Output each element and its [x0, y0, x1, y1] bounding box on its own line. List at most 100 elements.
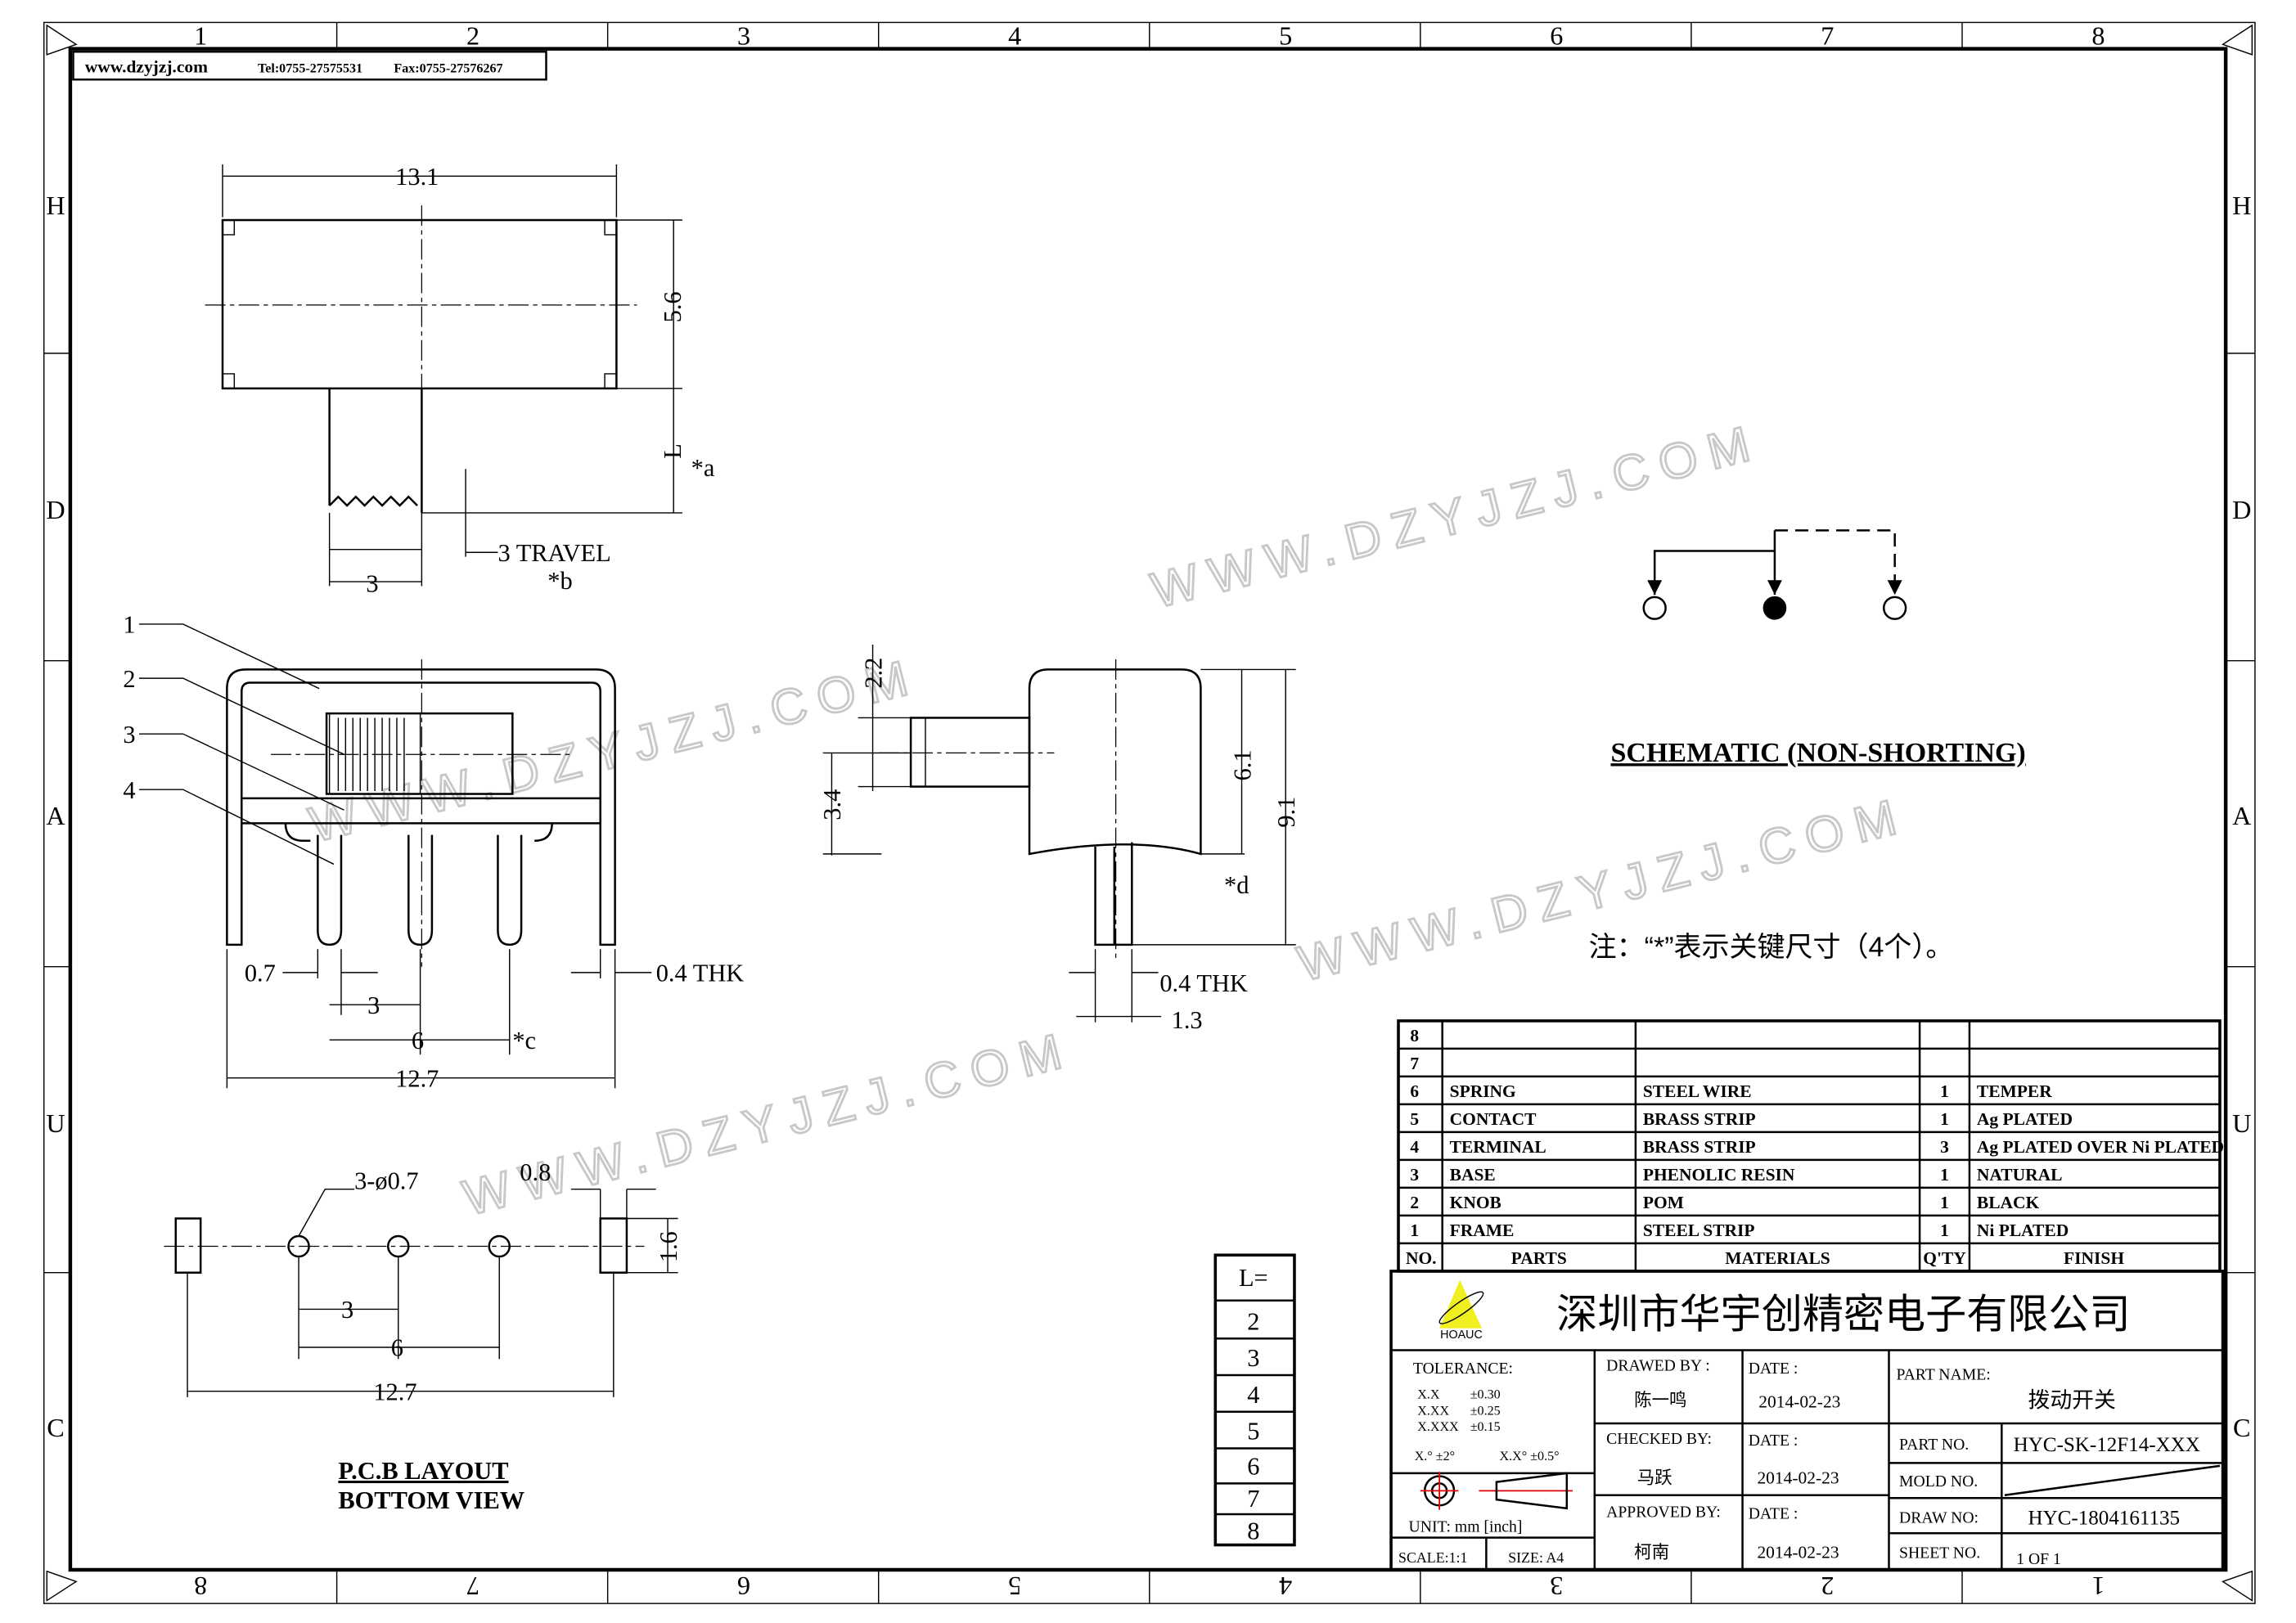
bom-cell-finish: Ni PLATED	[1977, 1221, 2069, 1240]
row-label: A	[46, 801, 65, 830]
dim-travel: 3 TRAVEL	[497, 539, 610, 567]
bom-header-materials: MATERIALS	[1725, 1248, 1830, 1268]
col-label: 3	[737, 20, 750, 50]
bom-cell-no: 7	[1410, 1054, 1419, 1073]
bom-cell-qty: 1	[1940, 1221, 1949, 1240]
header-site: www.dzyjzj.com	[85, 56, 208, 76]
mold-no-label: MOLD NO.	[1899, 1472, 1978, 1490]
callout-3: 3	[123, 721, 135, 749]
bom-cell-parts: KNOB	[1450, 1193, 1501, 1212]
col-label: 1	[194, 20, 207, 50]
schematic-title: SCHEMATIC (NON-SHORTING)	[1610, 738, 2025, 768]
dim-holes: 3-ø0.7	[354, 1167, 419, 1195]
bom-cell-no: 5	[1410, 1109, 1419, 1129]
dim-total: 12.7	[395, 1064, 439, 1092]
key-dimension-note: 注：“*”表示关键尺寸（4个）。	[1589, 932, 1954, 963]
dim-body-height: 6.1	[1228, 749, 1256, 780]
row-label: A	[2232, 801, 2252, 830]
bom-cell-no: 3	[1410, 1165, 1419, 1185]
bom-cell-no: 8	[1410, 1026, 1419, 1045]
bom-cell-parts: TERMINAL	[1450, 1137, 1546, 1157]
company-name: 深圳市华宇创精密电子有限公司	[1556, 1292, 2130, 1338]
bom-cell-parts: FRAME	[1450, 1221, 1515, 1240]
note-d: *d	[1224, 871, 1249, 899]
sheet-size: SIZE: A4	[1508, 1549, 1564, 1566]
col-label-bottom: 3	[1550, 1571, 1563, 1601]
date-label: DATE :	[1749, 1504, 1799, 1522]
dim-thickness: 0.4 THK	[656, 960, 745, 987]
l-value: 5	[1247, 1418, 1259, 1445]
col-label: 2	[466, 20, 479, 50]
dim-pitch: 3	[341, 1296, 353, 1324]
bom-cell-no: 1	[1410, 1221, 1419, 1240]
bom-header-parts: PARTS	[1511, 1248, 1567, 1268]
col-label: 7	[1821, 20, 1834, 50]
dim-height: 5.6	[659, 291, 687, 322]
l-value: 8	[1247, 1517, 1259, 1544]
watermark: WWW.DZYJZJ.COM	[1146, 413, 1766, 618]
l-value-table: L= 2 3 4 5 6 7 8	[1213, 1253, 1296, 1547]
bom-cell-materials: STEEL WIRE	[1643, 1081, 1752, 1101]
dim-span: 6	[391, 1334, 403, 1362]
callout-2: 2	[123, 665, 135, 693]
part-no-label: PART NO.	[1899, 1436, 1969, 1454]
dim-span: 6	[412, 1027, 424, 1054]
bom-cell-qty: 1	[1940, 1081, 1949, 1101]
col-label: 5	[1279, 20, 1292, 50]
draw-no-label: DRAW NO:	[1899, 1509, 1979, 1527]
dim-total-height: 9.1	[1272, 797, 1300, 828]
row-label: D	[2232, 495, 2251, 524]
col-label: 4	[1008, 20, 1021, 50]
tolerance-value: ±0.15	[1470, 1420, 1501, 1434]
bom-cell-qty: 3	[1940, 1137, 1949, 1157]
unit: UNIT: mm [inch]	[1409, 1517, 1523, 1535]
pcb-title: P.C.B LAYOUT	[338, 1457, 508, 1485]
row-label: U	[2232, 1108, 2251, 1138]
dim-lever-width: 3	[366, 570, 378, 598]
bom-cell-materials: PHENOLIC RESIN	[1643, 1165, 1795, 1185]
tolerance-key: X.X	[1417, 1388, 1440, 1402]
header-fax: Fax:0755-27576267	[394, 61, 502, 75]
tolerance-value: ±0.25	[1470, 1404, 1501, 1418]
checked-date: 2014-02-23	[1757, 1468, 1839, 1487]
col-label-bottom: 5	[1008, 1571, 1021, 1601]
watermark: WWW.DZYJZJ.COM	[457, 1021, 1078, 1226]
dim-pitch: 3	[367, 991, 380, 1019]
col-label-bottom: 7	[466, 1571, 479, 1601]
l-value: 7	[1247, 1485, 1259, 1513]
l-value: 4	[1247, 1381, 1259, 1409]
scale: SCALE:1:1	[1398, 1549, 1467, 1566]
angle-tolerance: X.° ±2°	[1415, 1450, 1455, 1463]
dim-lever-length: L	[659, 443, 687, 459]
bom-cell-materials: STEEL STRIP	[1643, 1221, 1755, 1240]
bom-cell-parts: CONTACT	[1450, 1109, 1537, 1129]
bom-cell-finish: NATURAL	[1977, 1165, 2063, 1185]
col-label-bottom: 6	[737, 1571, 750, 1601]
bom-cell-qty: 1	[1940, 1193, 1949, 1212]
sheet-no-label: SHEET NO.	[1899, 1544, 1980, 1562]
drawed-date: 2014-02-23	[1758, 1391, 1840, 1411]
bom-cell-finish: Ag PLATED	[1977, 1109, 2073, 1129]
drawed-by: 陈一鸣	[1634, 1391, 1686, 1410]
front-view: 1 2 3 4 0.7 3 6 *c 12.7 0.4 THK	[123, 611, 744, 1093]
col-label-bottom: 2	[1821, 1571, 1834, 1601]
bom-cell-materials: BRASS STRIP	[1643, 1109, 1756, 1129]
dim-width: 13.1	[395, 163, 439, 191]
pcb-subtitle: BOTTOM VIEW	[338, 1486, 524, 1514]
dim-slot-width: 0.8	[520, 1158, 551, 1186]
schematic: SCHEMATIC (NON-SHORTING) 注：“*”表示关键尺寸（4个）…	[1589, 529, 2026, 963]
bom-cell-finish: TEMPER	[1977, 1081, 2052, 1101]
projection-symbol-icon	[1420, 1472, 1573, 1510]
bom-cell-qty: 1	[1940, 1165, 1949, 1185]
bom-header-qty: Q'TY	[1923, 1248, 1966, 1268]
row-label: U	[46, 1108, 65, 1138]
note-c: *c	[512, 1027, 536, 1054]
title-block: HOAUC 深圳市华宇创精密电子有限公司 TOLERANCE: X.X ±0.3…	[1389, 1270, 2225, 1571]
bom-cell-no: 4	[1410, 1137, 1419, 1157]
approved-by: 柯南	[1634, 1543, 1669, 1562]
dim-pin-width: 0.7	[245, 960, 276, 987]
col-label-bottom: 1	[2091, 1571, 2105, 1601]
logo-text: HOAUC	[1440, 1329, 1483, 1342]
